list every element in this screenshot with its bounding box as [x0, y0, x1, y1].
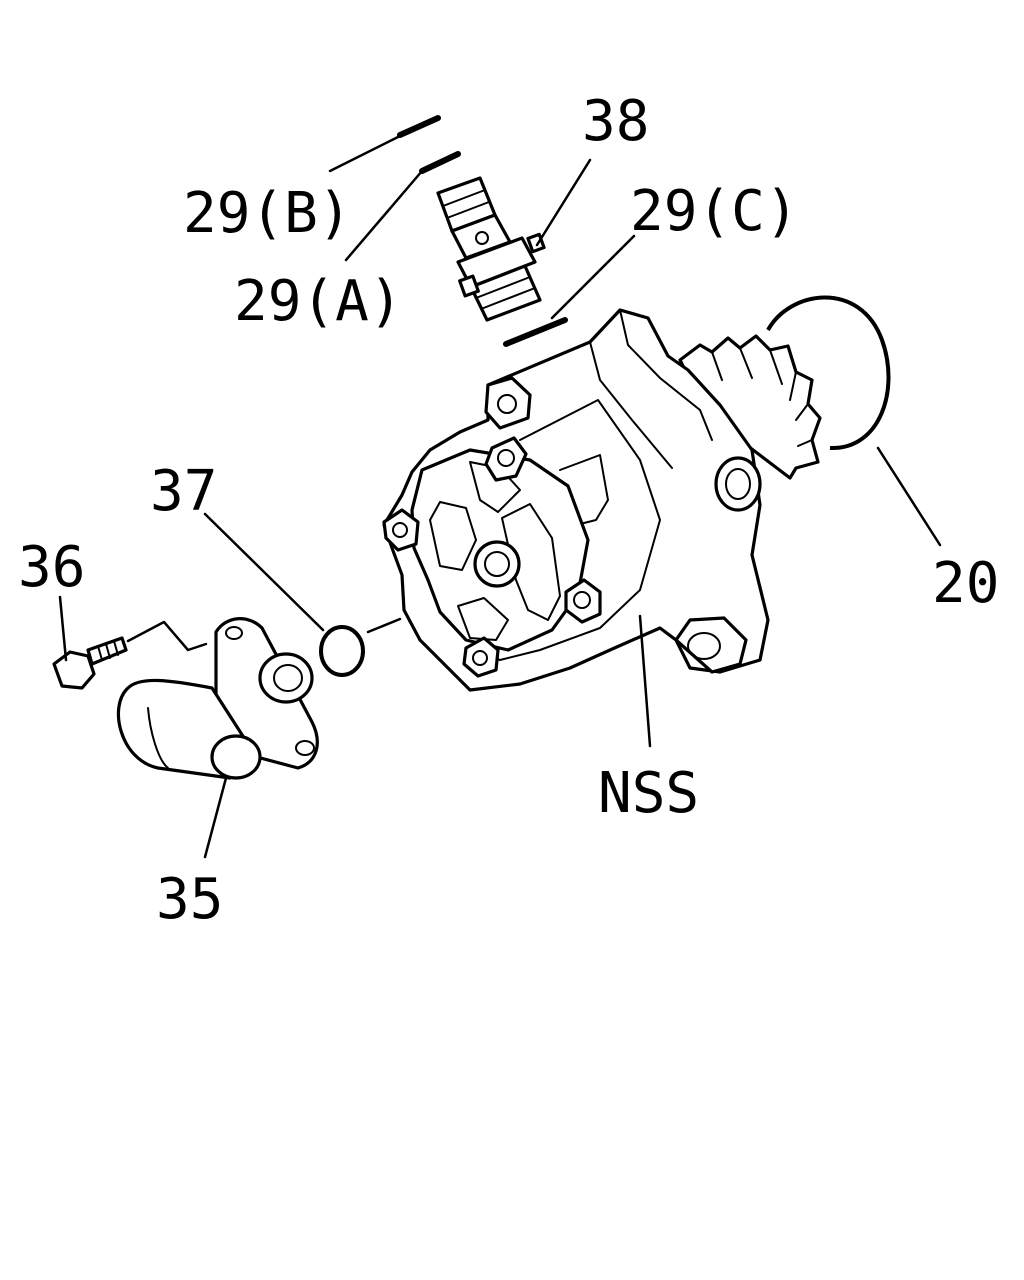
shim-29a: [419, 151, 461, 174]
label-29c: 29(C): [630, 179, 799, 244]
bolt-lower: [462, 636, 500, 678]
label-38: 38: [582, 89, 649, 154]
bolt-part-36: [52, 620, 208, 690]
leader-lines: [58, 134, 942, 859]
bolt-upper: [484, 436, 528, 482]
label-29a: 29(A): [234, 269, 403, 334]
label-20: 20: [932, 551, 999, 616]
valve-part-38: [436, 176, 546, 322]
pump-assembly-nss: [382, 308, 822, 692]
shim-29b: [397, 115, 441, 138]
o-ring-part-37: [319, 617, 402, 677]
shim-29c: [503, 317, 568, 347]
label-36: 36: [18, 535, 85, 600]
o-ring-part-20: [766, 295, 891, 451]
label-nss: NSS: [598, 761, 699, 826]
pipe-part-35: [116, 617, 319, 780]
bolt-right: [564, 578, 602, 624]
label-29b: 29(B): [183, 181, 352, 246]
label-35: 35: [156, 867, 223, 932]
bolt-left: [382, 508, 420, 552]
label-37: 37: [150, 459, 217, 524]
